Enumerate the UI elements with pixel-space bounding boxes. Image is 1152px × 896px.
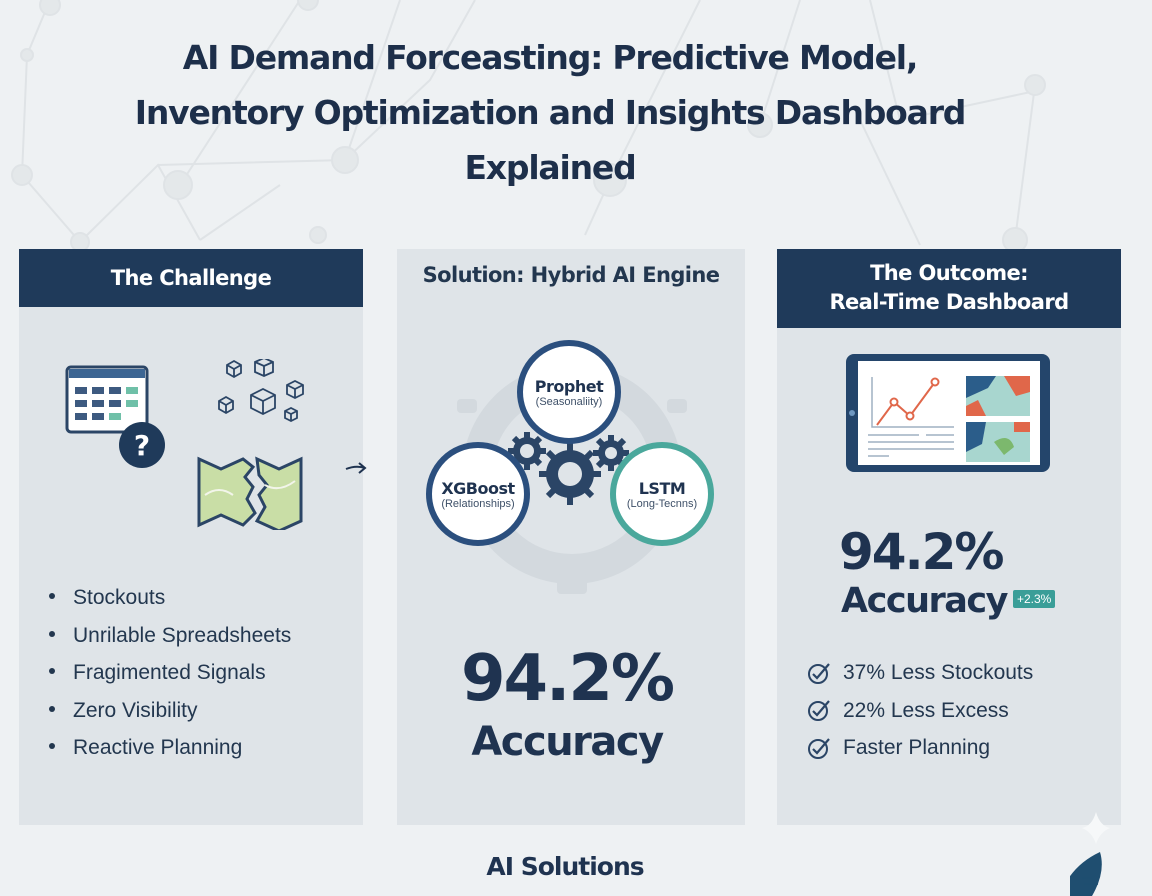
accuracy-label: Accuracy [471, 719, 664, 765]
challenge-list: Stockouts Unrilable Spreadsheets Fragime… [49, 579, 291, 767]
outcome-header: The Outcome: Real-Time Dashboard [777, 249, 1121, 328]
title-line-2: Inventory Optimization and Insights Dash… [134, 93, 967, 132]
outcome-accuracy-value: 94.2% [839, 523, 1004, 581]
bullet-icon [49, 743, 55, 750]
list-item: 22% Less Excess [807, 692, 1033, 730]
scattered-boxes-icon [218, 359, 304, 423]
outcome-accuracy-label: Accuracy [841, 581, 1008, 621]
spreadsheet-question-icon: ? [65, 365, 165, 468]
bullet-icon [49, 593, 55, 600]
list-item: Unrilable Spreadsheets [49, 617, 291, 655]
list-item: Stockouts [49, 579, 291, 617]
list-item: Zero Visibility [49, 692, 291, 730]
outcome-list: 37% Less Stockouts 22% Less Excess Faste… [807, 654, 1033, 767]
bullet-icon [49, 630, 55, 637]
list-item: Fragimented Signals [49, 654, 291, 692]
solution-header: Solution: Hybrid AI Engine [422, 263, 720, 287]
solution-panel: Solution: Hybrid AI Engine Prophet (Seas… [397, 249, 745, 825]
challenge-header: The Challenge [19, 249, 363, 307]
model-lstm: LSTM (Long-Tecnns) [610, 442, 714, 546]
footer-label: AI Solutions [486, 852, 644, 881]
list-item: Faster Planning [807, 729, 1033, 767]
ai-logo-icon [1070, 812, 1110, 896]
outcome-panel: The Outcome: Real-Time Dashboard 94.2% A… [777, 249, 1121, 825]
accuracy-value: 94.2% [460, 642, 675, 716]
title-line-3: Explained [464, 148, 636, 187]
list-item: Reactive Planning [49, 729, 291, 767]
bullet-icon [49, 668, 55, 675]
page-title: AI Demand Forceasting: Predictive Model,… [0, 30, 1100, 195]
model-prophet: Prophet (Seasonaliity) [517, 340, 621, 444]
check-circle-icon [808, 738, 830, 759]
delta-badge: +2.3% [1012, 590, 1056, 608]
bullet-icon [49, 705, 55, 712]
list-item: 37% Less Stockouts [807, 654, 1033, 692]
svg-text:?: ? [134, 429, 150, 462]
outcome-accuracy-row: Accuracy +2.3% [841, 581, 1056, 621]
challenge-panel: The Challenge ? Stockouts Unrilab [19, 249, 367, 825]
arrow-right-icon [345, 462, 367, 474]
check-circle-icon [808, 700, 830, 722]
tablet-dashboard-icon [846, 354, 1050, 472]
model-xgboost: XGBoost (Relationships) [426, 442, 530, 546]
title-line-1: AI Demand Forceasting: Predictive Model, [182, 38, 919, 77]
torn-map-icon [197, 456, 303, 530]
check-circle-icon [808, 663, 830, 684]
